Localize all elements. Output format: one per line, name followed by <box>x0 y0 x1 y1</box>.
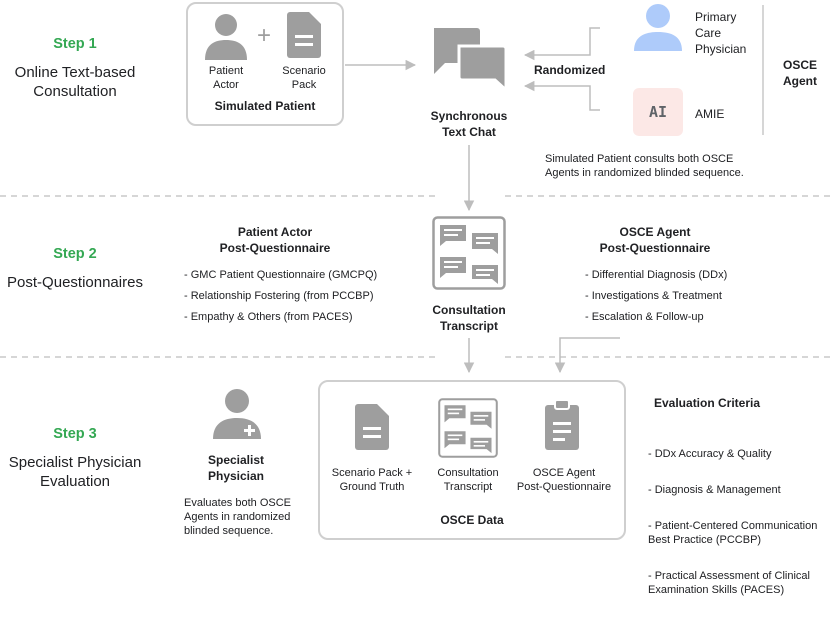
patient-actor-icon <box>205 14 247 60</box>
osce-data-item-label: OSCE Agent Post-Questionnaire <box>516 467 612 493</box>
specialist-note: Evaluates both OSCE Agents in randomized… <box>184 497 292 537</box>
step-2-label: Step 2 <box>53 246 97 262</box>
arrow-pcp-to-chat <box>523 27 600 61</box>
randomized-label: Randomized <box>534 63 606 77</box>
clipboard-icon <box>545 400 579 450</box>
osce-data-item-label: Consultation Transcript <box>437 467 499 493</box>
evaluation-criteria-title: Evaluation Criteria <box>654 396 761 410</box>
list-item: - DDx Accuracy & Quality <box>648 448 772 460</box>
primary-care-physician-label: Primary Care Physician <box>695 10 747 56</box>
list-item: - GMC Patient Questionnaire (GMCPQ) <box>184 269 378 281</box>
patient-questionnaire-title: Patient Actor Post-Questionnaire <box>219 225 331 255</box>
step-3-label: Step 3 <box>53 426 97 442</box>
consult-note: Simulated Patient consults both OSCE Age… <box>545 153 744 179</box>
step-3-description: Specialist Physician Evaluation <box>8 454 142 490</box>
agent-questionnaire-title: OSCE Agent Post-Questionnaire <box>599 225 711 255</box>
list-item: - Patient-Centered Communication Best Pr… <box>648 520 818 546</box>
chat-title: Synchronous Text Chat <box>430 109 508 139</box>
osce-data-title: OSCE Data <box>440 513 504 527</box>
scenario-pack-icon <box>287 12 321 58</box>
scenario-pack-label: Scenario Pack <box>282 65 326 91</box>
simulated-patient-box <box>186 2 344 126</box>
agent-questionnaire-list: - Differential Diagnosis (DDx) - Investi… <box>585 268 785 331</box>
arrow-questionnaire-to-data <box>554 337 620 374</box>
specialist-physician-icon <box>213 389 261 439</box>
list-item: - Relationship Fostering (from PCCBP) <box>184 290 374 302</box>
list-item: - Differential Diagnosis (DDx) <box>585 269 728 281</box>
list-item: - Empathy & Others (from PACES) <box>184 311 353 323</box>
step-2-description: Post-Questionnaires <box>7 274 143 291</box>
primary-care-physician-icon <box>634 4 682 51</box>
diagram-connectors <box>0 5 830 374</box>
ai-icon: AI <box>633 88 683 136</box>
step-1-description: Online Text-based Consultation <box>14 64 136 100</box>
arrow-amie-to-chat <box>523 80 600 111</box>
plus-sign: + <box>256 22 271 49</box>
list-item: - Investigations & Treatment <box>585 290 722 302</box>
patient-actor-label: Patient Actor <box>208 65 244 91</box>
chat-bubbles-icon <box>434 28 507 92</box>
list-item: - Escalation & Follow-up <box>585 311 704 323</box>
amie-label: AMIE <box>695 107 725 121</box>
osce-transcript-icon <box>438 398 498 458</box>
specialist-title: Specialist Physician <box>207 453 265 483</box>
step-1-label: Step 1 <box>53 36 97 52</box>
simulated-patient-title: Simulated Patient <box>214 99 316 113</box>
patient-questionnaire-list: - GMC Patient Questionnaire (GMCPQ) - Re… <box>184 268 404 331</box>
list-item: - Practical Assessment of Clinical Exami… <box>648 570 810 596</box>
list-item: - Diagnosis & Management <box>648 484 781 496</box>
transcript-icon <box>432 216 506 290</box>
osce-agent-title: OSCE Agent <box>782 58 817 88</box>
scenario-pack-ground-truth-icon <box>355 404 389 450</box>
osce-data-box <box>318 380 626 540</box>
transcript-title: Consultation Transcript <box>432 303 506 333</box>
evaluation-criteria-list: - DDx Accuracy & Quality - Diagnosis & M… <box>648 429 830 619</box>
osce-data-item-label: Scenario Pack + Ground Truth <box>331 467 413 493</box>
